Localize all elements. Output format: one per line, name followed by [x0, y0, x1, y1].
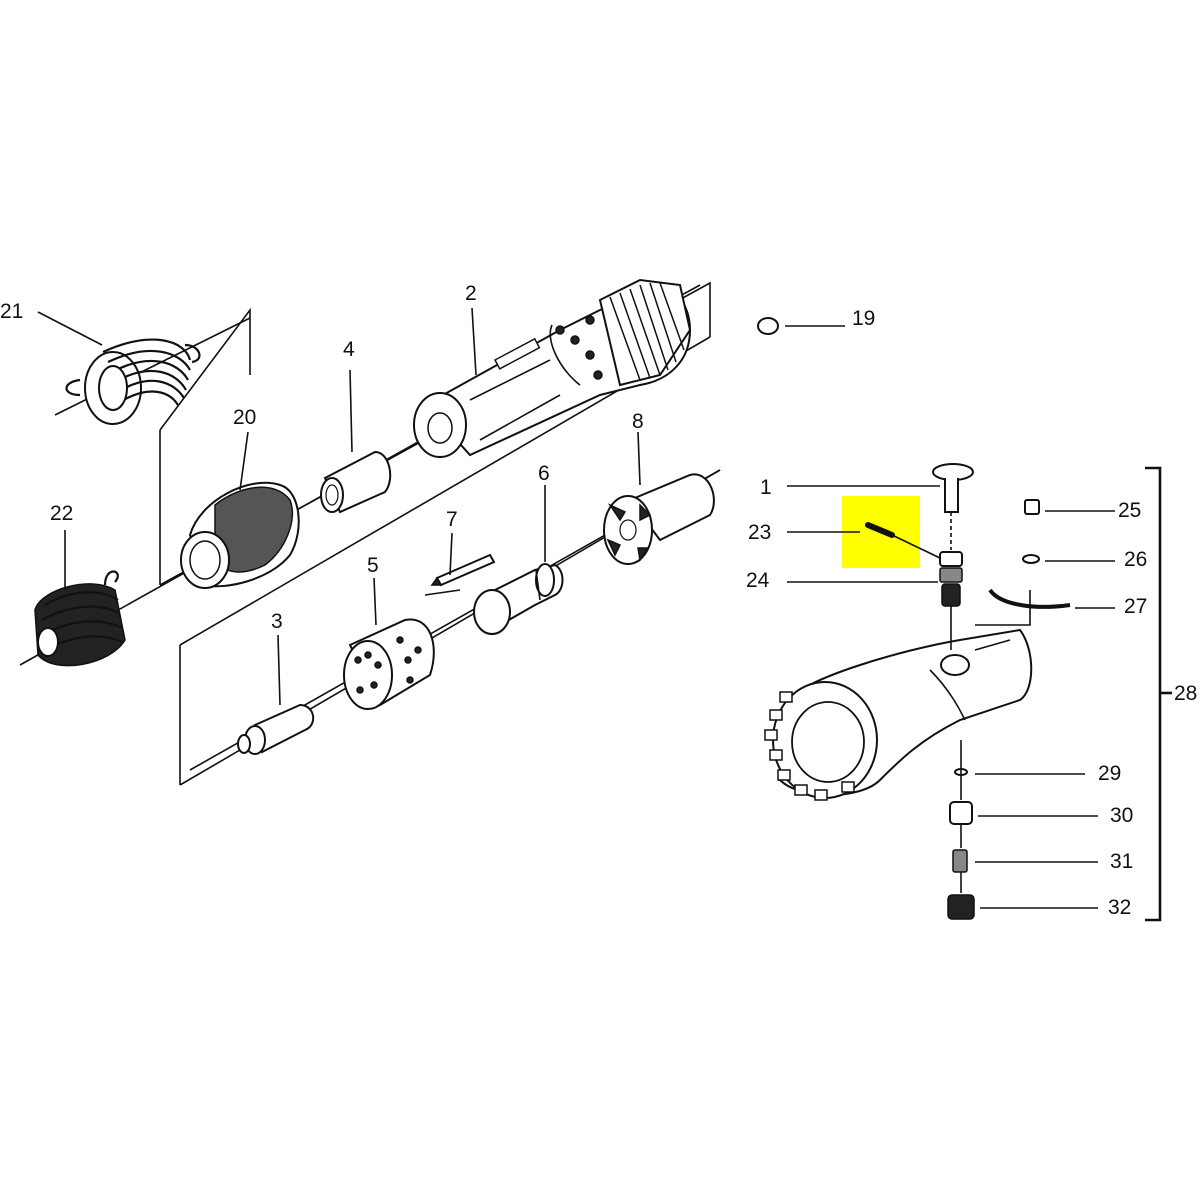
label-19: 19 [852, 307, 875, 330]
label-4: 4 [343, 338, 355, 361]
label-31: 31 [1110, 850, 1133, 873]
label-5: 5 [367, 554, 379, 577]
label-24: 24 [746, 569, 770, 592]
part-6-shaft [473, 563, 564, 635]
part-4-sleeve [320, 450, 392, 514]
part-21-spring [65, 338, 201, 425]
label-28: 28 [1174, 682, 1197, 705]
part-3-bushing [237, 703, 315, 755]
label-7: 7 [446, 508, 458, 531]
label-2: 2 [465, 282, 477, 305]
label-22: 22 [50, 502, 73, 525]
label-32: 32 [1108, 896, 1131, 919]
label-29: 29 [1098, 762, 1121, 785]
label-27: 27 [1124, 595, 1147, 618]
label-1: 1 [760, 476, 772, 499]
part-31-spring [952, 849, 968, 873]
bracket-28 [1145, 466, 1172, 922]
part-23-spring [865, 522, 941, 559]
part-30-nut [949, 801, 973, 825]
part-26-washer [1022, 554, 1040, 564]
part-labels: 21 22 20 4 2 8 6 7 5 3 19 1 23 24 25 26 … [0, 282, 1197, 919]
part-22-spring [34, 570, 126, 667]
part-25-screw [1024, 499, 1040, 515]
part-8-clutch [603, 473, 715, 565]
label-25: 25 [1118, 499, 1141, 522]
part-1-valve-stem [932, 463, 974, 513]
part-27-wire [988, 588, 1071, 609]
label-8: 8 [632, 410, 644, 433]
part-32-cap [947, 894, 975, 920]
label-20: 20 [233, 406, 256, 429]
label-21: 21 [0, 300, 23, 323]
label-26: 26 [1124, 548, 1147, 571]
leader-lines [37, 307, 1115, 909]
handle-housing [764, 628, 1033, 801]
part-20-cover [180, 481, 300, 589]
label-30: 30 [1110, 804, 1133, 827]
label-23: 23 [748, 521, 771, 544]
part-5-rotor [343, 618, 435, 710]
part-24-valve [939, 551, 963, 607]
part-2-housing [413, 278, 692, 458]
label-3: 3 [271, 610, 283, 633]
part-19-plug [757, 317, 779, 335]
right-axis-lines [950, 512, 1031, 893]
part-7-pin [430, 553, 496, 587]
label-6: 6 [538, 462, 550, 485]
